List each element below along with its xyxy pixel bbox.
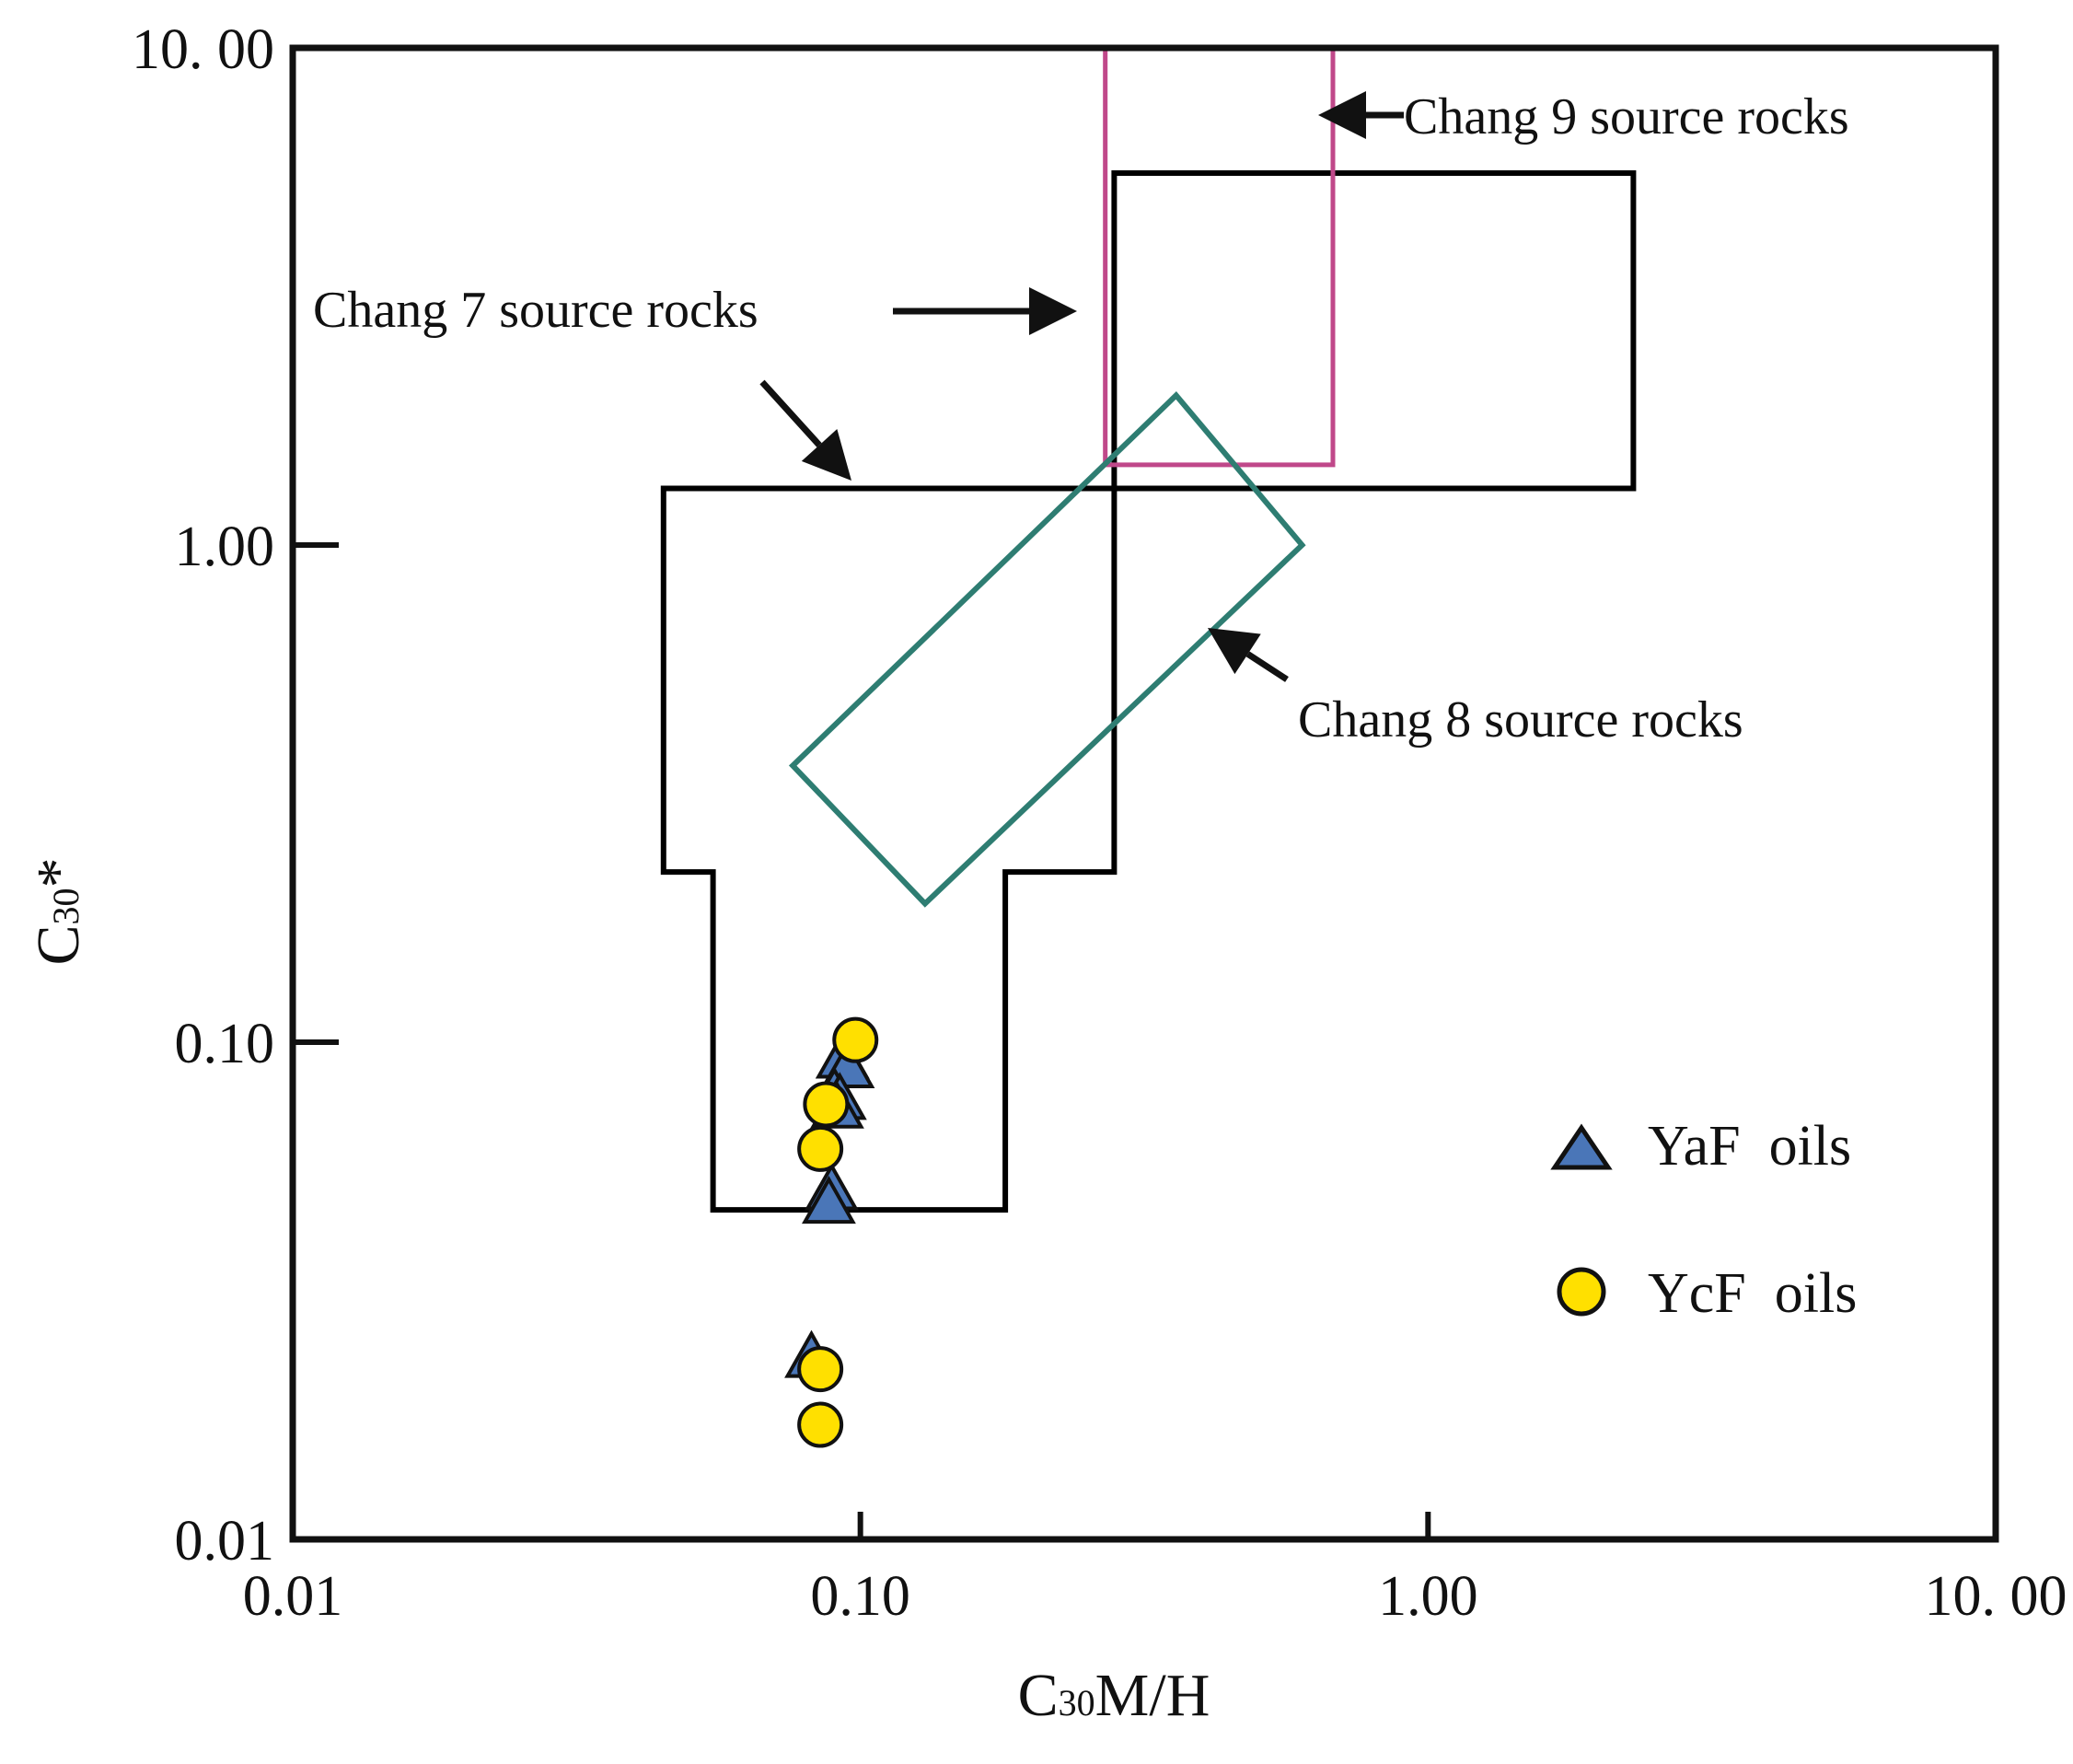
arrow-chang9 (1318, 91, 1404, 139)
y-axis-label: C30* (25, 857, 92, 965)
arrow-chang9-head (1318, 91, 1366, 139)
axes-layer: 0.01 0.10 1.00 10. 00 0.01 0.10 1.00 10. 00 (132, 18, 2067, 1628)
x-tick-label-1: 0.10 (810, 1565, 910, 1628)
arrow-chang8 (1208, 628, 1289, 682)
ycf-point-1 (803, 1081, 850, 1128)
annotation-chang8: Chang 8 source rocks (1298, 691, 1743, 749)
plot-frame (289, 44, 1999, 1543)
annotation-chang9: Chang 9 source rocks (1404, 88, 1849, 145)
ycf-point-2 (797, 1125, 844, 1172)
legend-yaf-marker (1550, 1123, 1613, 1170)
arrow-chang8-head (1208, 628, 1261, 675)
x-tick-label-0: 0.01 (243, 1565, 343, 1628)
arrow-chang7-lower-head (801, 429, 851, 481)
y-tick-label-0: 0.01 (175, 1510, 275, 1573)
regions-layer (660, 48, 1637, 1213)
x-tick-label-3: 10. 00 (1925, 1565, 2067, 1628)
arrow-chang7 (893, 287, 1077, 335)
legend-ycf-label: YcF oils (1648, 1262, 1857, 1325)
legend-yaf-label: YaF oils (1648, 1115, 1851, 1178)
arrow-chang7-lower (759, 379, 851, 481)
legend: YaF oils YcF oils (1550, 1115, 1857, 1325)
region-chang-7 (660, 170, 1637, 1213)
annotation-arrows (759, 91, 1404, 682)
region-chang-9 (1103, 48, 1336, 468)
y-tick-label-2: 1.00 (175, 516, 275, 578)
legend-ycf-marker (1557, 1267, 1606, 1317)
yaf-point-6 (802, 1176, 856, 1224)
ycf-point-3 (797, 1346, 844, 1393)
points-layer (784, 1016, 879, 1448)
y-tick-label-1: 0.10 (175, 1013, 275, 1075)
annotation-chang7: Chang 7 source rocks (313, 282, 759, 339)
region-chang-8 (788, 391, 1306, 908)
arrow-chang7-head (1029, 287, 1077, 335)
arrow-chang8-shaft (1245, 651, 1289, 682)
arrow-chang7-lower-shaft (759, 379, 822, 447)
ycf-point-4 (797, 1401, 844, 1448)
ycf-point-0 (832, 1016, 879, 1063)
x-axis-label: C30M/H (1018, 1662, 1210, 1729)
y-tick-label-3: 10. 00 (132, 18, 274, 81)
x-tick-label-2: 1.00 (1378, 1565, 1478, 1628)
